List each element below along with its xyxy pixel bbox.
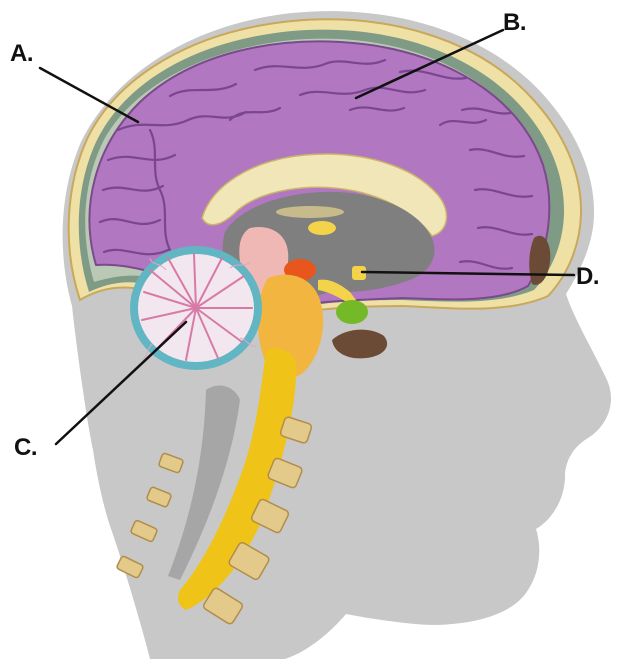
fornix (276, 206, 344, 218)
cerebellum (130, 246, 262, 370)
label-d: D. (576, 265, 599, 289)
label-c: C. (14, 436, 37, 460)
thalamus (308, 221, 336, 235)
label-a: A. (10, 42, 33, 66)
label-b: B. (503, 11, 526, 35)
pituitary-gland (336, 300, 368, 324)
